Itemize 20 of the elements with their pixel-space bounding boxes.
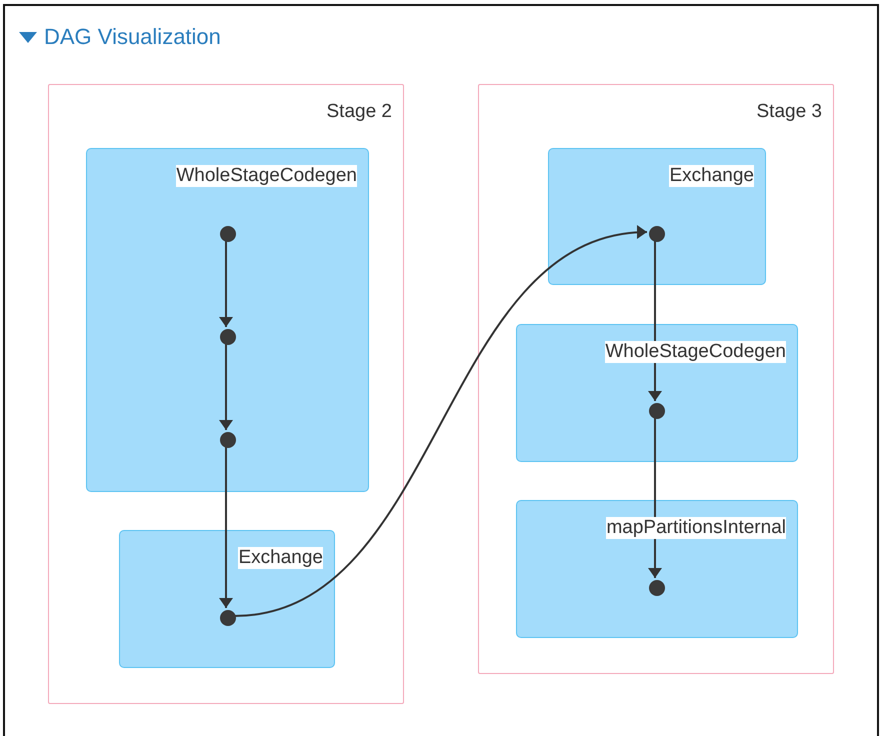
operation-label: WholeStageCodegen	[176, 165, 357, 187]
arrow	[221, 446, 231, 608]
stage-label: Stage 3	[756, 101, 822, 123]
operation-label: mapPartitionsInternal	[606, 517, 786, 539]
arrow	[221, 343, 231, 430]
arrow	[221, 240, 231, 327]
stage-label: Stage 2	[326, 101, 392, 123]
graph-dot	[649, 403, 665, 419]
operation-box	[119, 530, 335, 668]
operation-box	[548, 148, 766, 285]
section-title: DAG Visualization	[44, 23, 221, 51]
graph-dot	[649, 580, 665, 596]
graph-dot	[220, 610, 236, 626]
graph-dot	[649, 226, 665, 242]
operation-label: WholeStageCodegen	[605, 341, 786, 363]
graph-dot	[220, 329, 236, 345]
graph-dot	[220, 432, 236, 448]
arrow	[650, 417, 660, 578]
operation-label: Exchange	[669, 165, 754, 187]
graph-dot	[220, 226, 236, 242]
